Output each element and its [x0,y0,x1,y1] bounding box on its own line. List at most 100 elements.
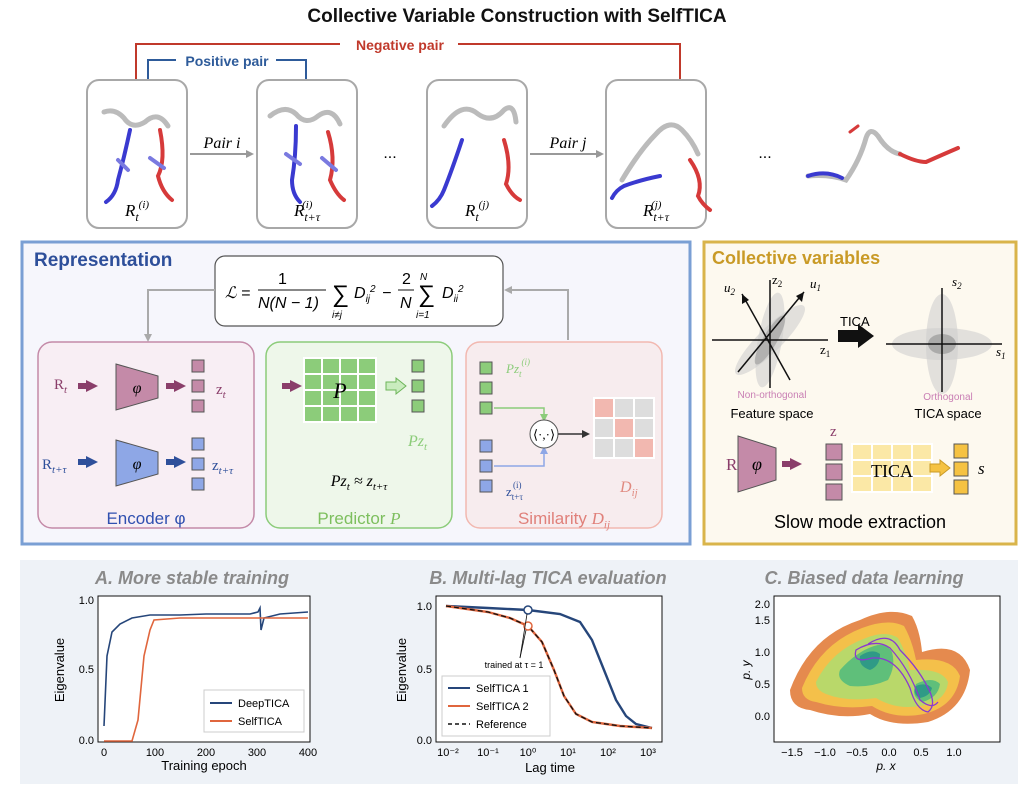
feature-space-plot: u2 z2 u1 z1 [712,272,830,388]
chart-c-ylabel: p. y [739,659,753,680]
chart-c-yticks: 0.0 0.5 1.0 1.5 2.0 [755,599,770,723]
encoder-output-t: zt [216,382,227,401]
chart-c-title: C. Biased data learning [764,568,963,588]
frame-rttau-i [256,79,358,229]
representation-title: Representation [34,250,172,271]
negative-pair-label: Negative pair [356,37,444,53]
chart-c-density [790,611,970,724]
chart-c-xticks: −1.5 −1.0 −0.5 0.0 0.5 1.0 [781,747,962,759]
chart-c-trajectory [854,637,939,713]
self-tica-line [104,617,308,742]
axis-z2: z2 [772,272,782,289]
pipe-tica: TICA [871,461,913,481]
encoder-phi-1: φ [133,380,142,397]
svg-text:0.5: 0.5 [417,664,432,676]
chart-b-title: B. Multi-lag TICA evaluation [429,568,666,588]
encoder-caption: Encoder φ [106,509,185,528]
predictor-matrix [303,357,377,423]
molecule-1 [101,108,174,204]
positive-pair-label: Positive pair [185,53,269,69]
similarity-matrix [593,397,655,459]
svg-text:200: 200 [197,747,215,759]
tica-arrow [838,324,874,348]
predictor-matrix-label: P [332,378,346,403]
predictor-output: Pzt [407,433,428,453]
svg-text:N: N [420,272,428,283]
svg-text:10⁰: 10⁰ [520,747,537,759]
legend-deeptica: DeepTICA [238,698,290,710]
svg-text:∑: ∑ [418,281,435,308]
svg-text:100: 100 [146,747,164,759]
label-rttau-j: Rt+τ(j) [642,199,670,224]
tica-space-plot: s2 s1 [886,274,1006,394]
chart-b-xticks: 10⁻² 10⁻¹ 10⁰ 10¹ 10² 10³ [437,747,656,759]
frame-rt-i [86,79,188,229]
left-note: Non-orthogonal [738,390,807,401]
pipe-phi: φ [752,454,762,474]
legend-selftica2: SelfTICA 2 [476,701,529,713]
svg-text:2: 2 [402,271,411,288]
molecule-pairs-row: Negative pair Positive pair Rt(i) Rt+τ(i… [86,36,960,229]
reference-line [445,605,653,729]
predictor-caption: Predictor P [317,509,400,528]
left-caption: Feature space [730,406,813,421]
chart-b-xlabel: Lag time [525,760,575,775]
chart-a-yticks: 0.0 0.5 1.0 [79,595,94,747]
svg-text:−0.5: −0.5 [846,747,868,759]
collective-variables-panel: Collective variables u2 z2 u1 z1 TICA s2… [702,240,1018,546]
encoder-phi-2: φ [133,456,142,473]
svg-text:10²: 10² [600,747,616,759]
svg-text:i=1: i=1 [416,310,430,321]
marker-selftica1 [523,605,533,615]
svg-text:N(N − 1): N(N − 1) [258,295,319,312]
cv-footer: Slow mode extraction [774,512,946,532]
pipe-s: s [978,459,985,478]
chart-a-xlabel: Training epoch [161,758,247,773]
molecule-4 [610,122,712,212]
chart-c-xlabel: p. x [875,759,896,773]
chart-b-ylabel: Eigenvalue [394,638,409,702]
marker-selftica2 [523,621,533,631]
axis-s2: s2 [952,274,962,291]
svg-text:2.0: 2.0 [755,599,770,611]
chart-b-annotation: trained at τ = 1 [485,660,544,670]
svg-text:10⁻²: 10⁻² [437,747,459,759]
svg-text:400: 400 [299,747,317,759]
svg-text:0.0: 0.0 [417,735,432,747]
svg-text:−1.0: −1.0 [814,747,836,759]
cv-title: Collective variables [712,248,880,268]
svg-text:0.0: 0.0 [79,735,94,747]
svg-text:1: 1 [278,271,287,288]
molecule-3 [430,105,522,208]
legend-selftica1: SelfTICA 1 [476,683,529,695]
chart-a-ylabel: Eigenvalue [52,638,67,702]
svg-text:10¹: 10¹ [560,747,576,759]
svg-text:ℒ =: ℒ = [225,285,250,302]
encoder-box [37,341,255,529]
chart-a-xticks: 0 100 200 300 400 [101,747,317,759]
frame-rttau-j [605,79,707,229]
tica-arrow-label: TICA [840,314,870,329]
svg-text:−: − [382,285,391,302]
svg-text:0.0: 0.0 [755,711,770,723]
legend-selftica: SelfTICA [238,716,283,728]
svg-text:N: N [400,295,412,312]
ellipsis-1: ... [383,145,396,162]
ellipsis-2: ... [758,145,771,162]
svg-text:i≠j: i≠j [332,310,343,321]
chart-b-yticks: 0.0 0.5 1.0 [417,601,432,747]
axis-z1: z1 [820,342,830,359]
svg-text:0.5: 0.5 [913,747,928,759]
deep-tica-line [103,604,309,727]
similarity-box [465,341,663,529]
representation-panel: Representation ℒ = 1 N(N − 1) ∑ i≠j Dij2… [20,240,692,546]
svg-text:−1.5: −1.5 [781,747,803,759]
selftica1-line [445,604,653,730]
molecule-5 [805,124,960,184]
svg-text:0.0: 0.0 [881,747,896,759]
svg-text:0: 0 [101,747,107,759]
svg-text:1.0: 1.0 [79,595,94,607]
axis-u1: u1 [810,276,821,293]
right-note: Orthogonal [923,392,972,403]
pair-i-label: Pair i [203,135,241,152]
